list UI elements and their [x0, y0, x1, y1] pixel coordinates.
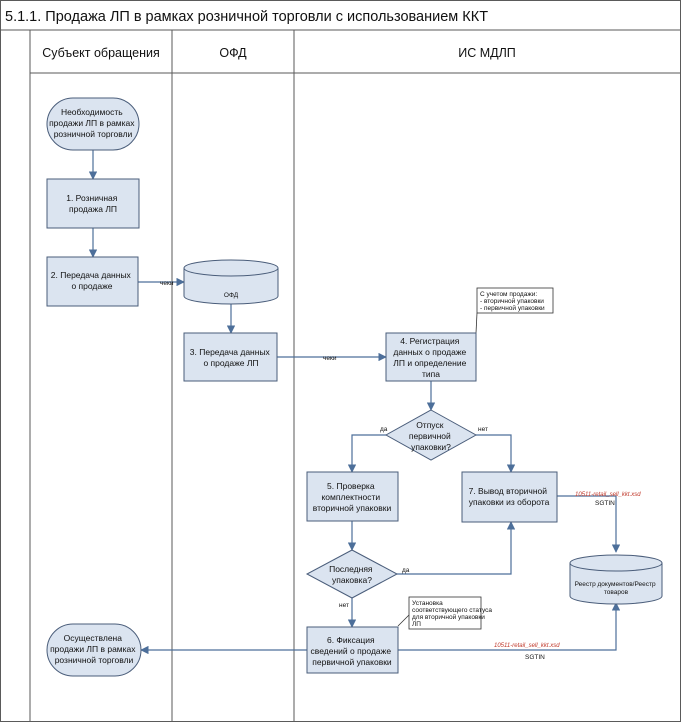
process-step-3 — [183, 332, 278, 382]
edge-label-sgtin-2: SGTIN — [525, 654, 545, 661]
process-step-2 — [46, 256, 139, 307]
note-step-4-text: С учетом продажи: - вторичной упаковки -… — [480, 291, 546, 312]
note-step-4 — [476, 287, 554, 314]
edge-label-sgtin-1: SGTIN — [595, 500, 615, 507]
ofd-database — [183, 259, 279, 305]
process-step-5 — [306, 471, 399, 522]
registry-database-label: Реестр документов/Реестр товаров — [575, 581, 658, 596]
edge-label-da-1: да — [380, 426, 388, 433]
decision-last-package — [305, 549, 399, 599]
edge-decision1-step5 — [347, 434, 386, 473]
step-5-label: 5. Проверка комплектности вторичной упак… — [313, 481, 392, 513]
edge-step7-registry — [557, 495, 621, 553]
lane-header-mdlp: ИС МДЛП — [458, 46, 516, 60]
process-step-6 — [306, 626, 399, 674]
note-step-6 — [408, 596, 482, 630]
edge-label-xsd-2: 10511-retail_sell_kkt.xsd — [494, 643, 560, 649]
start-label: Необходимость продажи ЛП в рамках рознич… — [49, 107, 137, 139]
step-1-label: 1. Розничная продажа ЛП — [66, 193, 120, 214]
edge-decision2-step7 — [397, 521, 516, 575]
lane-header-ofd: ОФД — [219, 46, 247, 60]
page-title: 5.1.1. Продажа ЛП в рамках розничной тор… — [5, 9, 488, 25]
edge-decision1-step7 — [476, 434, 516, 473]
ofd-database-label: ОФД — [224, 292, 239, 299]
end-label: Осуществлена продажи ЛП в рамках розничн… — [50, 633, 138, 665]
edge-label-net-1: нет — [478, 426, 488, 433]
step-3-label: 3. Передача данных о продаже ЛП — [190, 347, 272, 368]
edge-label-cheki-2: чеки — [323, 355, 337, 362]
process-step-4 — [385, 332, 477, 382]
note6-connector — [397, 614, 410, 627]
process-step-7 — [461, 471, 558, 523]
note4-connector — [475, 312, 478, 334]
step-4-label: 4. Регистрация данных о продаже ЛП и опр… — [393, 336, 468, 379]
decision-1-label: Отпуск первичной упаковки? — [409, 420, 453, 452]
edge-step6-registry — [398, 602, 621, 651]
edge-label-da-2: да — [402, 567, 410, 574]
decision-primary-package — [384, 409, 478, 461]
decision-2-label: Последняя упаковка? — [329, 564, 375, 585]
lane-header-subject: Субъект обращения — [42, 46, 160, 60]
end-terminator — [46, 623, 142, 677]
step-7-label: 7. Вывод вторичной упаковки из оборота — [469, 486, 550, 507]
note-step-6-text: Установка соответствующего статуса для в… — [412, 600, 494, 628]
edge-label-xsd-1: 10511-retail_sell_kkt.xsd — [575, 492, 641, 498]
edge-label-cheki-1: чеки — [160, 280, 174, 287]
registry-database — [569, 554, 663, 605]
edge-label-net-2: нет — [339, 602, 349, 609]
step-2-label: 2. Передача данных о продаже — [51, 270, 133, 291]
step-6-label: 6. Фиксация сведений о продаже первичной… — [311, 635, 394, 667]
start-terminator — [46, 97, 140, 151]
process-step-1 — [46, 178, 140, 229]
